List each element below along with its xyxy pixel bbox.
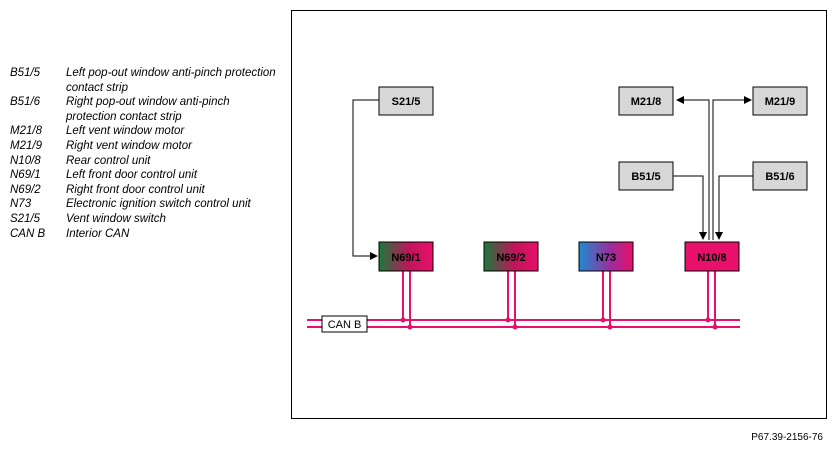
legend-code: N10/8 <box>10 154 41 167</box>
component-b51-5: B51/5 <box>618 161 674 191</box>
legend-code: S21/5 <box>10 212 41 225</box>
component-label: N69/1 <box>391 252 420 264</box>
legend-code: B51/6 <box>10 96 41 109</box>
component-label: M21/8 <box>631 96 662 108</box>
can-b-label-box <box>321 315 368 333</box>
wire-n10-8-to-m21-9 <box>712 96 752 240</box>
component-label: B51/5 <box>631 171 660 183</box>
legend-code: CAN B <box>10 227 46 240</box>
signal-wires <box>352 96 753 260</box>
legend-description: Left front door control unit <box>66 169 198 182</box>
legend: B51/5 Left pop-out window anti-pinch prot… <box>10 66 276 241</box>
legend-description: Electronic ignition switch control unit <box>66 198 251 211</box>
legend-code: B51/5 <box>10 67 41 79</box>
legend-description: Interior CAN <box>66 227 130 240</box>
wire-b51-5-to-n10-8 <box>673 175 707 240</box>
legend-item: M21/8 Left vent window motor <box>10 124 276 139</box>
legend-code: M21/9 <box>10 139 42 152</box>
legend-item: CAN B Interior CAN <box>10 227 276 242</box>
wire-n10-8-to-m21-8 <box>676 96 710 240</box>
legend-description: Left vent window motor <box>66 125 185 138</box>
legend-description: Right front door control unit <box>66 183 205 196</box>
control-unit-n10-8: N10/8 <box>684 241 740 272</box>
legend-item: B51/6 Right pop-out window anti-pinch pro… <box>10 95 276 124</box>
legend-item: N69/1 Left front door control unit <box>10 168 276 183</box>
figure-reference: P67.39-2156-76 <box>751 432 823 443</box>
legend-item: B51/5 Left pop-out window anti-pinch prot… <box>10 66 276 95</box>
wire-s21-5-to-n69-1 <box>352 99 379 260</box>
legend-description: Rear control unit <box>66 154 151 167</box>
legend-code: N69/1 <box>10 169 41 182</box>
bus-drops <box>402 271 716 327</box>
legend-item: N10/8 Rear control unit <box>10 154 276 169</box>
legend-item: S21/5 Vent window switch <box>10 212 276 227</box>
legend-description: Right pop-out window anti-pinch protecti… <box>66 96 230 123</box>
component-label: N73 <box>596 252 616 264</box>
can-b-label: CAN B <box>328 319 362 331</box>
component-label: N69/2 <box>496 252 525 264</box>
legend-description: Left pop-out window anti-pinch protectio… <box>66 67 276 94</box>
wire-b51-6-to-n10-8 <box>715 175 753 240</box>
component-m21-9: M21/9 <box>752 86 808 116</box>
control-unit-n69-1: N69/1 <box>378 241 434 272</box>
legend-code: N69/2 <box>10 183 41 196</box>
component-s21-5: S21/5 <box>378 86 434 116</box>
control-unit-n69-2: N69/2 <box>483 241 539 272</box>
bus-junction-dots <box>400 317 718 330</box>
legend-code: M21/8 <box>10 125 42 138</box>
component-label: M21/9 <box>765 96 796 108</box>
component-b51-6: B51/6 <box>752 161 808 191</box>
legend-description: Vent window switch <box>66 212 166 225</box>
legend-item: N69/2 Right front door control unit <box>10 183 276 198</box>
component-label: B51/6 <box>765 171 794 183</box>
legend-description: Right vent window motor <box>66 139 192 152</box>
legend-item: N73 Electronic ignition switch control un… <box>10 197 276 212</box>
diagram-frame <box>291 10 827 419</box>
control-unit-n73: N73 <box>578 241 634 272</box>
legend-code: N73 <box>10 198 32 211</box>
legend-item: M21/9 Right vent window motor <box>10 139 276 154</box>
component-label: S21/5 <box>392 96 421 108</box>
component-m21-8: M21/8 <box>618 86 674 116</box>
component-label: N10/8 <box>697 252 726 264</box>
